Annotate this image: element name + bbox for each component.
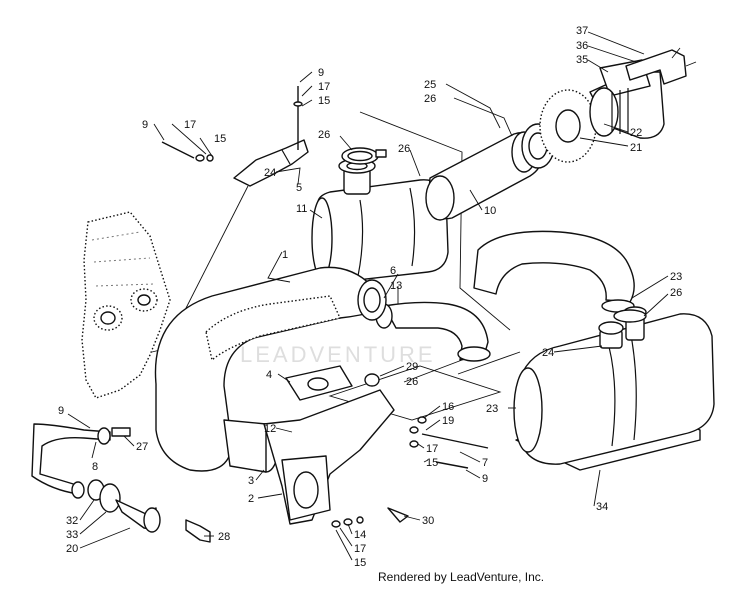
callout-15-b: 15 — [354, 557, 366, 569]
callout-7: 7 — [482, 457, 488, 469]
leader-lines — [67, 31, 681, 561]
engine-block — [81, 211, 171, 399]
callout-36: 37 — [576, 25, 588, 37]
callout-15-a: 15 — [426, 457, 438, 469]
clamp-upper — [341, 147, 387, 165]
callout-26-a: 26 — [424, 93, 436, 105]
callout-35: 36 — [576, 40, 588, 52]
fittings — [87, 427, 161, 533]
callout-22: 23 — [670, 271, 682, 283]
grommet — [539, 89, 597, 163]
callout-18: 19 — [442, 415, 454, 427]
callout-19: 20 — [66, 543, 78, 555]
callout-26-e: 26 — [406, 376, 418, 388]
callout-26-c: 26 — [398, 143, 410, 155]
callout-15-d: 15 — [318, 95, 330, 107]
mount-bracket — [625, 49, 697, 85]
frame-lines — [151, 111, 521, 421]
hose-22 — [473, 230, 635, 313]
callout-2: 2 — [248, 493, 254, 505]
callout-11: 11 — [296, 203, 307, 215]
callout-29: 29 — [406, 361, 418, 373]
callout-31: 34 — [596, 501, 608, 513]
watermark: LEADVENTURE — [240, 342, 436, 367]
bolt-9 — [161, 141, 214, 162]
callout-5: 5 — [296, 182, 302, 194]
callout-24-b: 24 — [542, 347, 554, 359]
callout-9-a: 9 — [482, 473, 488, 485]
elbow-28 — [185, 519, 211, 543]
callout-20: 21 — [630, 142, 642, 154]
callout-9-d: 9 — [318, 67, 324, 79]
hanger-bracket — [233, 86, 309, 187]
callout-15-c: 15 — [214, 133, 226, 145]
callout-6: 6 — [390, 265, 396, 277]
clamp-rear — [613, 309, 647, 323]
callout-10: 10 — [484, 205, 496, 217]
callout-12: 12 — [264, 423, 276, 435]
clamp-6 — [357, 279, 387, 321]
callout-17-c: 17 — [184, 119, 196, 131]
callout-3: 3 — [248, 475, 254, 487]
hose-left — [31, 423, 111, 499]
callout-21: 22 — [630, 127, 642, 139]
callout-25: 25 — [424, 79, 436, 91]
callout-33: 33 — [66, 529, 78, 541]
callout-26-b: 26 — [318, 129, 330, 141]
callout-34: 35 — [576, 54, 588, 66]
callout-8: 8 — [92, 461, 98, 473]
callout-26-d: 26 — [670, 287, 682, 299]
callout-30: 30 — [422, 515, 434, 527]
callout-17-d: 17 — [318, 81, 330, 93]
callout-32: 32 — [66, 515, 78, 527]
rear-muffler — [513, 306, 715, 471]
callout-14: 14 — [354, 529, 366, 541]
header-pipe — [154, 266, 381, 473]
front-muffler — [311, 158, 449, 283]
exhaust-manifold — [263, 365, 395, 525]
callout-17-b: 17 — [354, 543, 366, 555]
callout-labels: 37 36 35 25 26 22 21 26 26 10 24 5 11 1 … — [58, 25, 682, 569]
callout-28: 28 — [218, 531, 230, 543]
render-credit: Rendered by LeadVenture, Inc. — [378, 570, 545, 584]
small-hardware — [331, 373, 409, 528]
callout-24-a: 24 — [264, 167, 276, 179]
callout-13: 13 — [390, 280, 402, 292]
callout-4: 4 — [266, 369, 272, 381]
callout-1: 1 — [282, 249, 288, 261]
callout-17-a: 17 — [426, 443, 438, 455]
callout-9-c: 9 — [142, 119, 148, 131]
callout-9-b: 9 — [58, 405, 64, 417]
callout-16: 16 — [442, 401, 454, 413]
callout-23: 23 — [486, 403, 498, 415]
callout-27: 27 — [136, 441, 148, 453]
